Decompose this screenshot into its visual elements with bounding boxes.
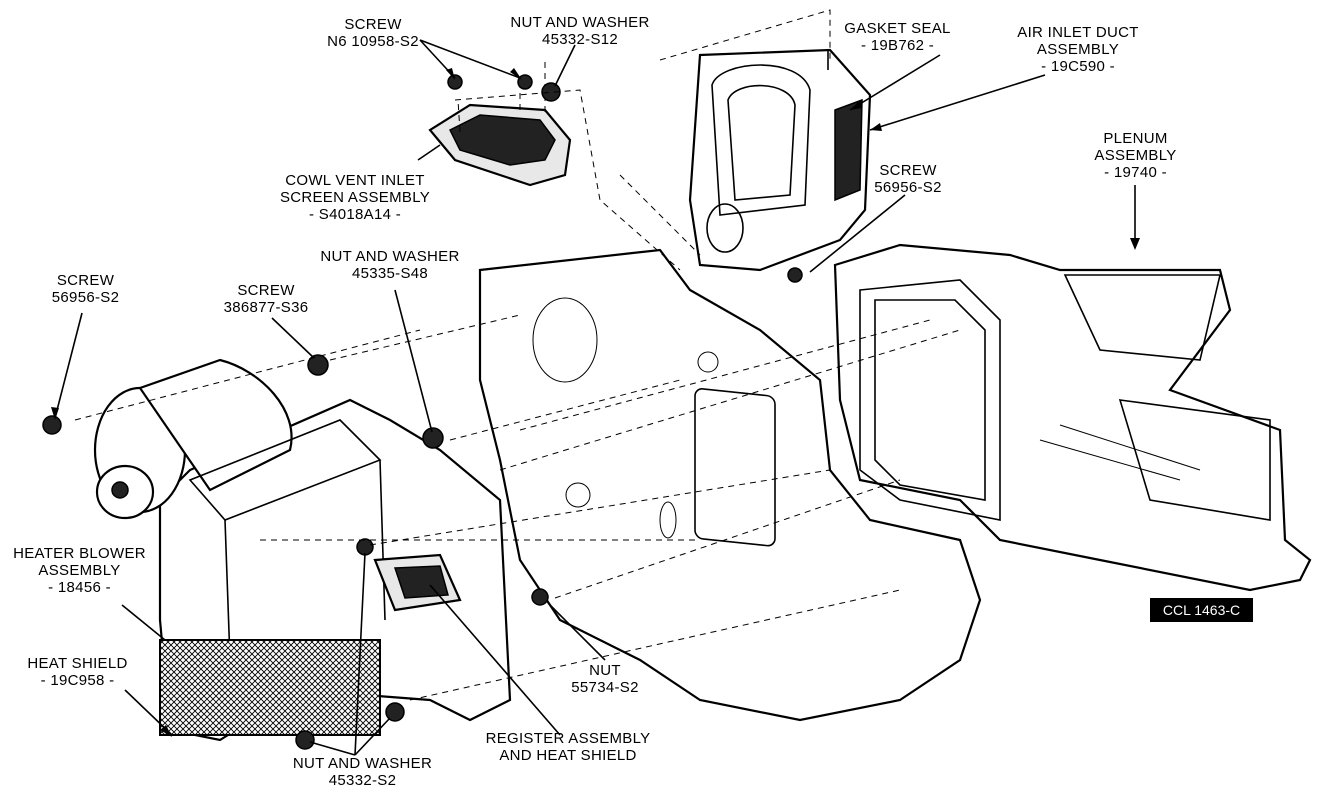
label-nut-washer-mid: NUT AND WASHER 45335-S48 — [305, 248, 475, 282]
label-line: 55734-S2 — [571, 679, 639, 696]
label-line: REGISTER ASSEMBLY — [485, 730, 651, 747]
label-line: SCREW — [56, 272, 115, 289]
label-line: - S4018A14 - — [309, 206, 401, 223]
label-line: HEATER BLOWER — [13, 545, 146, 562]
label-nut: NUT 55734-S2 — [560, 662, 650, 696]
label-screw-left: SCREW 56956-S2 — [38, 272, 133, 306]
label-line: 56956-S2 — [51, 289, 120, 306]
label-line: 45332-S12 — [541, 31, 619, 48]
figure-id-badge: CCL 1463-C — [1150, 598, 1253, 622]
label-line: NUT AND WASHER — [292, 755, 433, 772]
label-screw-right: SCREW 56956-S2 — [858, 162, 958, 196]
label-line: 45335-S48 — [351, 265, 429, 282]
label-line: HEAT SHIELD — [27, 655, 128, 672]
label-plenum: PLENUM ASSEMBLY - 19740 - — [1078, 130, 1193, 181]
label-line: - 19740 - — [1104, 164, 1167, 181]
label-line: NUT — [589, 662, 621, 679]
label-line: COWL VENT INLET — [285, 172, 425, 189]
label-line: - 19C590 - — [1041, 58, 1115, 75]
label-cowl-vent: COWL VENT INLET SCREEN ASSEMBLY - S4018A… — [270, 172, 440, 223]
label-nut-washer-bottom: NUT AND WASHER 45332-S2 — [275, 755, 450, 789]
label-line: N6 10958-S2 — [327, 33, 419, 50]
label-line: - 19C958 - — [40, 672, 115, 689]
label-register: REGISTER ASSEMBLY AND HEAT SHIELD — [468, 730, 668, 764]
label-line: AND HEAT SHIELD — [499, 747, 637, 764]
label-line: GASKET SEAL — [844, 20, 951, 37]
label-line: 45332-S2 — [328, 772, 397, 789]
label-screw-top: SCREW N6 10958-S2 — [308, 16, 438, 50]
label-line: NUT AND WASHER — [510, 14, 650, 31]
label-line: 386877-S36 — [223, 299, 309, 316]
label-line: AIR INLET DUCT — [1017, 24, 1139, 41]
air-inlet-duct — [688, 48, 872, 272]
label-line: ASSEMBLY — [1036, 41, 1120, 58]
label-air-inlet-duct: AIR INLET DUCT ASSEMBLY - 19C590 - — [998, 24, 1158, 75]
label-nut-washer-top: NUT AND WASHER 45332-S12 — [495, 14, 665, 48]
label-line: ASSEMBLY — [38, 562, 121, 579]
label-line: 56956-S2 — [874, 179, 942, 196]
label-line: ASSEMBLY — [1094, 147, 1177, 164]
label-screw-mid: SCREW 386877-S36 — [210, 282, 322, 316]
label-line: SCREW — [344, 16, 402, 33]
plenum-assembly — [833, 243, 1312, 592]
leader-lines — [54, 39, 1136, 756]
label-line: SCREW — [879, 162, 937, 179]
label-line: - 18456 - — [48, 579, 111, 596]
label-line: PLENUM — [1103, 130, 1168, 147]
label-line: - 19B762 - — [860, 37, 935, 54]
fasteners — [42, 74, 803, 750]
label-heater-blower: HEATER BLOWER ASSEMBLY - 18456 - — [2, 545, 157, 596]
label-heat-shield: HEAT SHIELD - 19C958 - — [15, 655, 140, 689]
label-line: NUT AND WASHER — [320, 248, 460, 265]
label-gasket-seal: GASKET SEAL - 19B762 - — [835, 20, 960, 54]
label-line: SCREEN ASSEMBLY — [279, 189, 431, 206]
firewall-panel — [478, 248, 982, 722]
label-line: SCREW — [237, 282, 295, 299]
